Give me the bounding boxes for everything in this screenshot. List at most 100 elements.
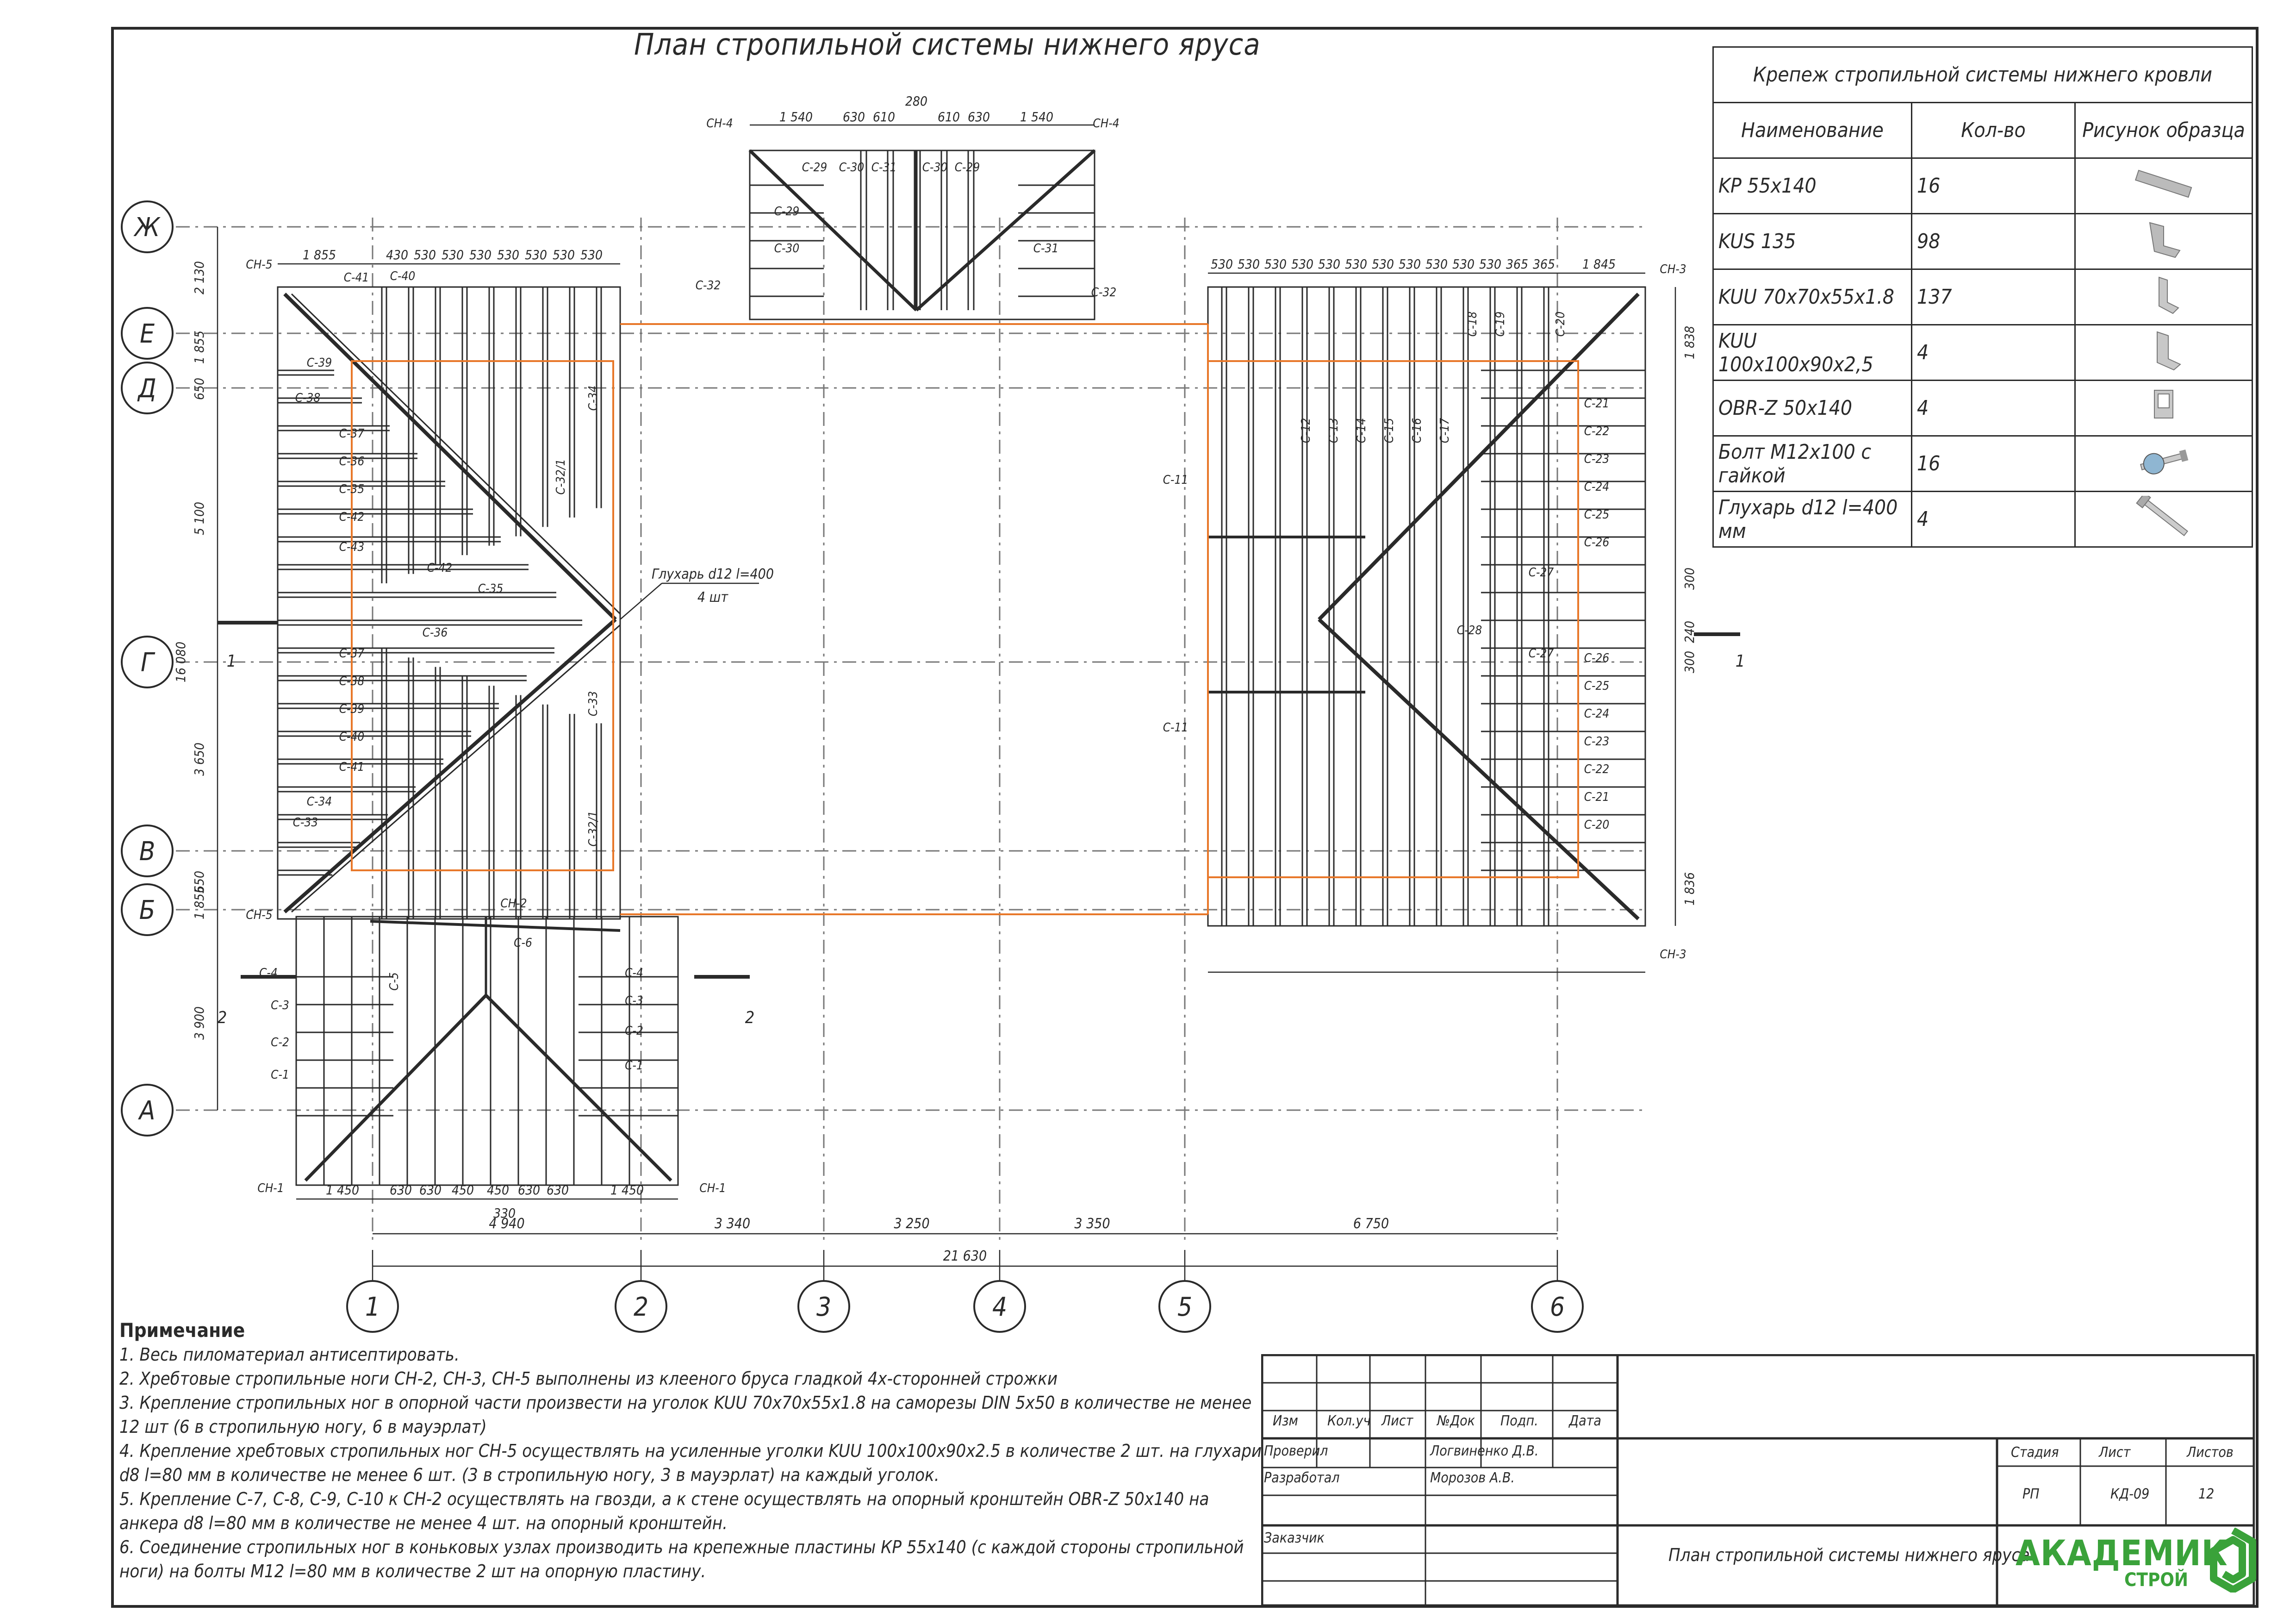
note-2: 2. Хребтовые стропильные ноги СН-2, СН-3… [119,1368,1058,1389]
note-3: 3. Крепление стропильных ног в опорной ч… [119,1393,1252,1437]
dimension-label: 630 [518,1182,540,1198]
fastener-qty: 98 [1911,213,2076,270]
stamp-col-header: Дата [1569,1413,1601,1429]
support-bracket-icon [2074,380,2253,437]
member-label: С-39 [307,356,332,370]
member-label: С-29 [955,161,980,175]
axis-letter: Е [140,319,155,349]
stage-header: Листов [2187,1444,2234,1461]
right-wing-outline [1207,286,1646,927]
member-label: С-36 [339,455,365,468]
axis-number-5: 5 [1177,1292,1192,1322]
section-mark-label: 1 [1736,652,1745,671]
member-label: С-40 [339,730,365,744]
dimension-label: 1 540 [779,109,813,125]
member-label: С-26 [1584,536,1610,550]
stage-header: Лист [2099,1444,2131,1461]
bolt-icon [2074,435,2253,492]
member-label: С-35 [478,582,504,596]
axis-bubble-1 [346,1280,399,1333]
member-label: С-33 [586,691,600,717]
fastener-col-picture: Рисунок образца [2074,102,2253,159]
member-label: С-20 [1554,312,1568,337]
member-label: СН-2 [500,897,527,911]
axis-letter: Д [137,374,156,404]
member-label: С-16 [1410,418,1424,443]
member-label: СН-4 [706,117,733,131]
member-label: С-25 [1584,508,1610,522]
axis-number-2: 2 [634,1292,648,1322]
dimension-label: 330 [493,1206,516,1221]
hip-rafter [915,149,1096,312]
member-label: С-38 [295,391,321,405]
drawing-title: План стропильной системы нижнего яруса [634,28,1261,62]
member-label: С-30 [774,242,800,256]
fastener-name: Глухарь d12 l=400 мм [1712,491,1912,548]
member-label: С-12 [1299,418,1313,443]
member-label: С-24 [1584,480,1610,494]
hip-rafter [304,994,487,1182]
dimension-label: 530 [1238,256,1260,272]
fastener-name: OBR-Z 50x140 [1712,380,1912,437]
member-label: СН-1 [699,1181,726,1195]
axis-letter: Б [139,895,156,925]
dimension-label: 530 [1264,256,1287,272]
dimension-label: 300 [1682,568,1697,590]
dimension-label: 530 [1211,256,1233,272]
member-label: С-34 [307,795,332,809]
stamp-col-header: Кол.уч [1327,1413,1371,1429]
note-4: 4. Крепление хребтовых стропильных ног С… [119,1441,1262,1485]
member-label: С-4 [259,966,278,980]
member-label: С-38 [339,675,365,688]
dimension-label: 530 [1425,256,1448,272]
note-1: 1. Весь пиломатериал антисептировать. [119,1344,460,1365]
member-label: С-28 [1457,624,1482,637]
axis-number-4: 4 [992,1292,1007,1322]
member-label: С-11 [1163,721,1188,735]
stamp-role: Проверил [1264,1443,1328,1459]
member-label: С-13 [1327,418,1341,443]
dimension-label: 530 [1399,256,1421,272]
dimension-label: 530 [525,247,547,262]
callout-label: 4 шт [697,589,728,606]
axis-letter: А [138,1096,155,1126]
member-label: С-32 [696,279,721,293]
stamp-role: Разработал [1264,1470,1340,1486]
axis-bubble-3 [797,1280,850,1333]
member-label: С-24 [1584,707,1610,721]
angle-bracket-icon [2074,213,2253,270]
axis-bubble-letter [121,824,174,877]
dimension-label: 1 540 [1020,109,1053,125]
notes-block: Примечание 1. Весь пиломатериал антисепт… [119,1318,1267,1583]
member-label: С-37 [339,647,365,661]
fastener-qty: 16 [1911,435,2076,492]
fastener-name: KUS 135 [1712,213,1912,270]
member-label: С-17 [1438,418,1452,443]
dimension-label: 450 [452,1182,474,1198]
member-label: С-33 [293,816,318,830]
leader-line [620,583,662,620]
dimension-label: 530 [469,247,492,262]
stage-value: РП [2022,1486,2040,1502]
member-label: С-6 [514,936,532,950]
dimension-label: 1 836 [1682,872,1697,906]
dimension-label: 530 [553,247,575,262]
hip-rafter [1318,293,1640,621]
axis-bubble-letter [121,200,174,253]
member-label: СН-4 [1093,117,1119,131]
company-logo-sub: СТРОЙ [2124,1569,2189,1591]
fastener-name: KUU 100x100x90x2,5 [1712,324,1912,381]
member-label: С-2 [625,1024,643,1038]
member-label: С-21 [1584,790,1610,804]
stamp-col-header: Лист [1381,1413,1413,1429]
lag-screw-icon [2074,491,2253,548]
dimension-label: 280 [905,94,927,109]
wall-plate-left [351,360,614,871]
member-label: СН-5 [246,258,272,272]
member-label: С-32 [1091,286,1117,300]
